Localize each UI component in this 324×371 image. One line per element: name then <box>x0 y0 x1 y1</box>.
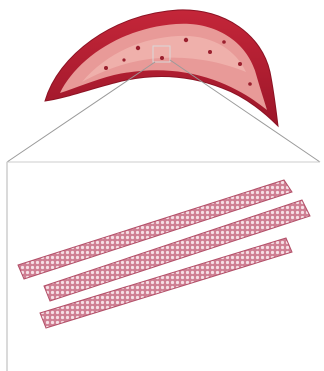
sickle-cell <box>45 10 278 126</box>
hemoglobin-fibers <box>18 180 310 328</box>
